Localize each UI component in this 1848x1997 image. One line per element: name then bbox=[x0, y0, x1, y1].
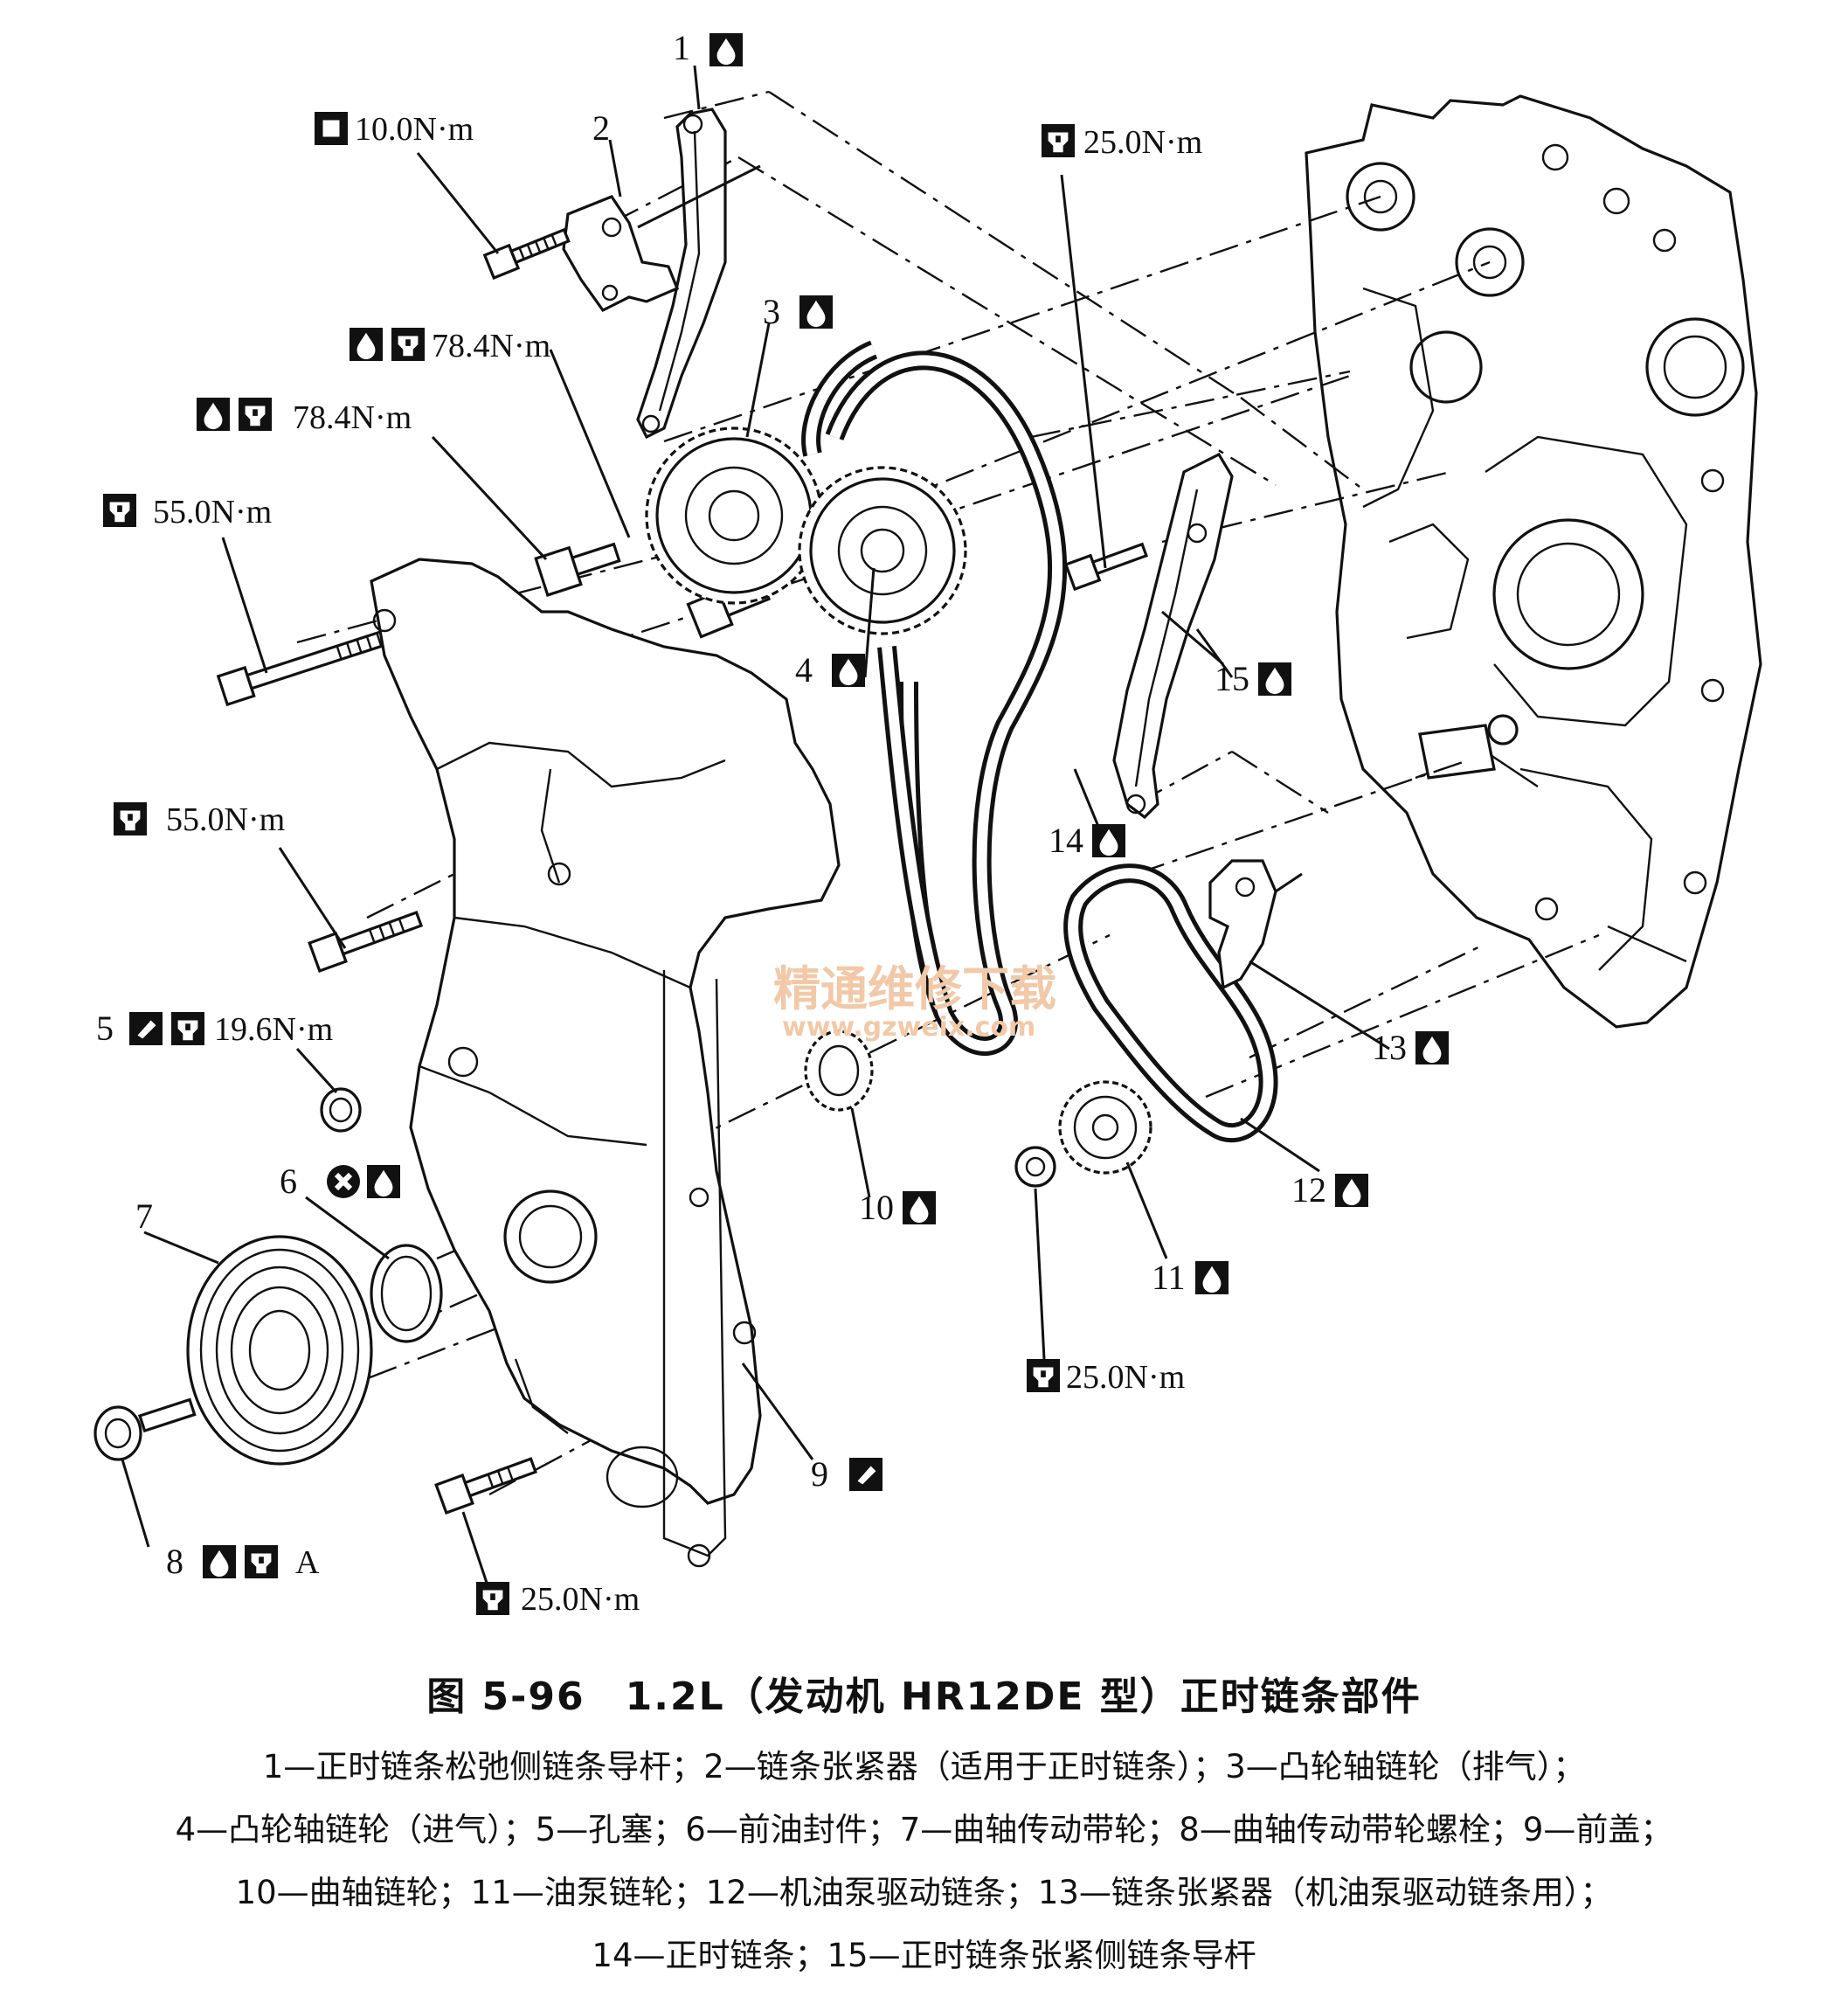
callout-labels: 1 2 3 4 5 6 7 8 A 9 10 11 12 13 14 15 bbox=[96, 28, 1449, 1581]
callout-1: 1 bbox=[673, 28, 690, 67]
callout-9: 9 bbox=[811, 1454, 828, 1494]
tension-guide bbox=[1112, 452, 1234, 820]
torque-3: 78.4N·m bbox=[293, 399, 412, 436]
torque-11: 25.0N·m bbox=[1066, 1359, 1185, 1396]
callout-15: 15 bbox=[1215, 659, 1249, 698]
torque-9: 25.0N·m bbox=[521, 1581, 640, 1618]
torque-labels: 10.0N·m 25.0N·m 78.4N·m 78.4N·m 55.0N·m … bbox=[103, 111, 1202, 1618]
engine-block bbox=[1305, 94, 1762, 1029]
callout-6: 6 bbox=[280, 1161, 297, 1201]
oil-pump-sprocket bbox=[1058, 1080, 1152, 1175]
callout-7: 7 bbox=[135, 1196, 153, 1236]
camshaft-sprocket-exhaust bbox=[645, 426, 823, 605]
torque-15: 25.0N·m bbox=[1083, 124, 1202, 161]
callout-12: 12 bbox=[1291, 1170, 1326, 1210]
svg-text:精通维修下载: 精通维修下载 bbox=[773, 961, 1056, 1016]
callout-2: 2 bbox=[592, 108, 610, 148]
legend-line-1: 1—正时链条松弛侧链条导杆；2—链条张紧器（适用于正时链条）；3—凸轮轴链轮（排… bbox=[262, 1748, 1586, 1786]
crankshaft-pulley-bolt bbox=[93, 1397, 197, 1461]
chain-tensioner-timing bbox=[562, 164, 761, 313]
torque-2: 10.0N·m bbox=[355, 111, 474, 148]
torque-bolt-top: 55.0N·m bbox=[153, 494, 272, 530]
crankshaft-sprocket bbox=[804, 1030, 874, 1112]
camshaft-sprocket-intake bbox=[798, 466, 967, 635]
oil-pump-chain-tensioner bbox=[1208, 859, 1303, 990]
front-oil-seal bbox=[370, 1244, 443, 1343]
leader-lines bbox=[121, 65, 1390, 1591]
torque-4: 78.4N·m bbox=[432, 328, 550, 364]
timing-chain-diagram: 精通维修下载 www.gzweix.com 1 2 3 4 bbox=[93, 28, 1762, 1618]
caption-title: 图 5-96 1.2L（发动机 HR12DE 型）正时链条部件 bbox=[426, 1675, 1422, 1719]
torque-8: A bbox=[295, 1544, 320, 1581]
legend-line-4: 14—正时链条；15—正时链条张紧侧链条导杆 bbox=[592, 1937, 1256, 1974]
crankshaft-pulley bbox=[186, 1235, 373, 1466]
callout-4: 4 bbox=[795, 650, 813, 690]
svg-text:www.gzweix.com: www.gzweix.com bbox=[782, 1012, 1035, 1043]
torque-5: 19.6N·m bbox=[214, 1011, 333, 1048]
watermark: 精通维修下载 www.gzweix.com bbox=[773, 961, 1056, 1043]
front-cover bbox=[370, 558, 841, 1568]
oil-pump-drive-chain bbox=[1063, 863, 1278, 1143]
legend-line-2: 4—凸轮轴链轮（进气）；5—孔塞；6—前油封件；7—曲轴传动带轮；8—曲轴传动带… bbox=[175, 1811, 1673, 1848]
callout-14: 14 bbox=[1049, 821, 1083, 860]
figure-caption: 图 5-96 1.2L（发动机 HR12DE 型）正时链条部件 1—正时链条松弛… bbox=[0, 1665, 1848, 1992]
timing-chain bbox=[801, 340, 1068, 1056]
callout-8: 8 bbox=[166, 1542, 183, 1581]
callout-11: 11 bbox=[1152, 1258, 1186, 1297]
callout-3: 3 bbox=[763, 292, 780, 331]
torque-bolt-mid: 55.0N·m bbox=[166, 801, 285, 838]
legend-line-3: 10—曲轴链轮；11—油泵链轮；12—机油泵驱动链条；13—链条张紧器（机油泵驱… bbox=[235, 1874, 1613, 1911]
bolts bbox=[216, 227, 1149, 1515]
slack-guide bbox=[636, 107, 727, 440]
callout-10: 10 bbox=[859, 1188, 894, 1227]
callout-5: 5 bbox=[96, 1009, 114, 1048]
callout-13: 13 bbox=[1372, 1028, 1407, 1067]
